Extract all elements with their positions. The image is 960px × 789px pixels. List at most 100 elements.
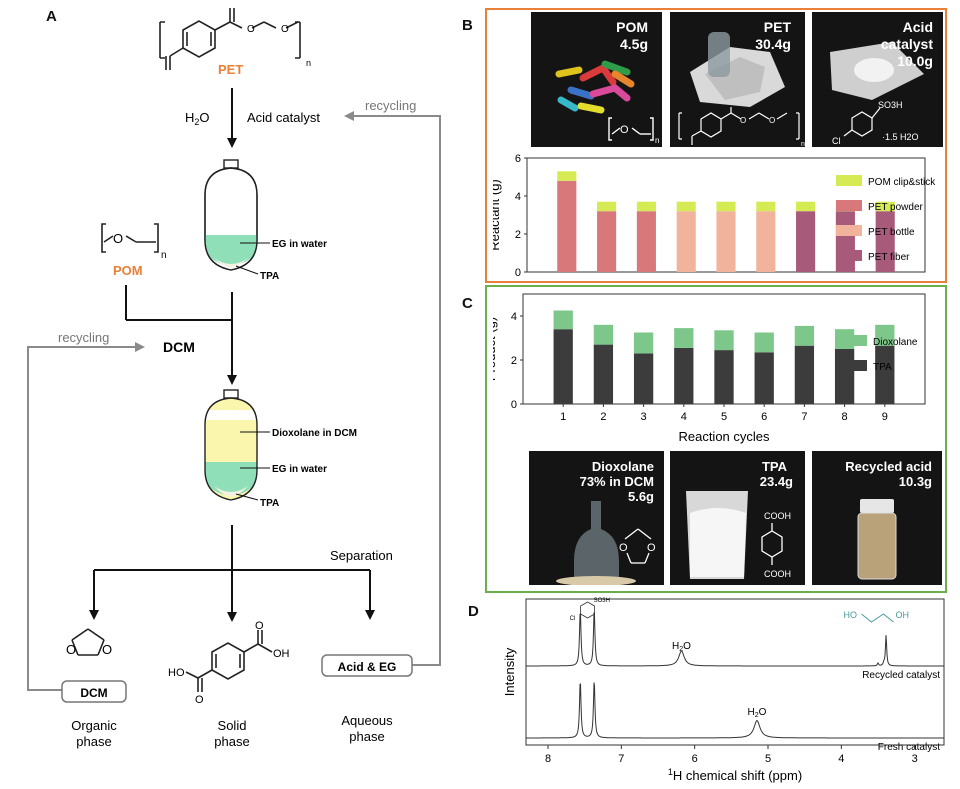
product-bar-dioxolane [714, 330, 734, 351]
tpa-photo-cooh-1: COOH [764, 511, 791, 521]
recycled-acid-photo: Recycled acid 10.3g [812, 451, 942, 585]
nmr-catalyst-cl: Cl [570, 616, 576, 622]
panel-d-letter: D [468, 603, 479, 620]
tpa-label-2: TPA [260, 498, 279, 509]
reactant-bar-pet-powder [636, 211, 656, 272]
nmr-series-label: Fresh catalyst [878, 742, 940, 753]
dioxolane-photo: Dioxolane 73% in DCM 5.6g O O [529, 451, 664, 585]
reactant-ylabel: Reactant (g) [493, 179, 502, 251]
nmr-spectrum-recycled-catalyst [526, 612, 944, 667]
acid-catalyst-photo: Acid catalyst 10.0g SO3H Cl ·1.5 H2O [812, 12, 943, 147]
solid-phase-label-1: Solid [218, 718, 247, 733]
eg-in-water-label-1: EG in water [272, 239, 327, 250]
reactant-bar-pet-bottle [756, 211, 776, 272]
pom-photo-name: POM [616, 19, 648, 35]
reactant-bar-pet-bottle [716, 211, 736, 272]
product-xtick-label: 5 [721, 411, 727, 423]
reactor-vessel-1 [204, 159, 258, 271]
acid-photo-cl: Cl [832, 136, 841, 146]
panel-c-frame [485, 285, 947, 593]
recycled-acid-photo-name: Recycled acid [845, 459, 932, 474]
nmr-water-label-recycled-sub: 2 [679, 646, 683, 653]
dioxolane-photo-mass: 5.6g [627, 489, 654, 504]
nmr-water-label-recycled-o: O [683, 641, 691, 652]
reactant-legend-swatch [836, 225, 862, 236]
separation-label: Separation [330, 548, 393, 563]
reactant-ytick-label: 4 [515, 191, 521, 203]
product-bar-dioxolane [593, 324, 614, 345]
dioxolane-photo-oxygen-2: O [647, 542, 656, 554]
dcm-box [61, 680, 127, 703]
dioxolane-in-dcm-label: Dioxolane in DCM [272, 428, 357, 439]
dioxolane-oxygen-2: O [102, 642, 112, 657]
pom-photo-n: n [655, 136, 659, 144]
reactant-ytick-label: 6 [515, 153, 521, 165]
pom-photo: POM 4.5g O n [531, 12, 662, 147]
nmr-eg-oh: OH [895, 610, 909, 620]
product-ylabel: Product (g) [493, 317, 498, 381]
reactant-bar-pom-clip-stick [716, 201, 736, 212]
reactant-bar-pet-fiber [796, 211, 816, 272]
nmr-xlabel-text: H chemical shift (ppm) [673, 768, 802, 783]
product-xtick-label: 4 [681, 411, 687, 423]
reactant-bar-pom-clip-stick [875, 201, 895, 212]
pet-photo-oxygen-1: O [740, 116, 746, 125]
product-bar-dioxolane [794, 325, 815, 346]
eg-in-water-label-2: EG in water [272, 464, 327, 475]
product-bar-dioxolane [553, 310, 573, 330]
product-legend-swatch [841, 335, 867, 346]
reactant-bar-pet-powder [557, 180, 577, 272]
nmr-xlabel: 1H chemical shift (ppm) [668, 767, 802, 783]
pom-photo-art [531, 12, 662, 147]
dioxolane-photo-structure: O O [619, 528, 656, 564]
nmr-water-label-fresh-h: H [748, 707, 755, 718]
product-ytick-label: 0 [511, 399, 517, 411]
reactant-bar-pom-clip-stick [676, 201, 696, 212]
acid-photo-structure: SO3H Cl ·1.5 H2O [832, 100, 919, 146]
product-legend-label: TPA [873, 362, 892, 373]
reactant-bar-pom-clip-stick [756, 201, 776, 212]
product-xtick-label: 9 [882, 411, 888, 423]
panel-b-frame [485, 8, 947, 283]
acid-photo-so3h: SO3H [878, 100, 903, 110]
dioxolane-oxygen-1: O [66, 642, 76, 657]
panel-a-letter: A [46, 8, 57, 25]
nmr-ylabel: Intensity [502, 647, 517, 696]
product-bar-dioxolane [633, 332, 654, 354]
dioxolane-structure [71, 628, 105, 656]
nmr-water-label-fresh-o: O [759, 707, 767, 718]
nmr-xtick-label: 8 [545, 753, 551, 765]
pet-n: n [306, 58, 311, 68]
tpa-ho-label: HO [168, 667, 185, 679]
product-bar-tpa [875, 345, 895, 404]
nmr-eg-ho: HO [843, 610, 857, 620]
tpa-photo-mass: 23.4g [759, 474, 793, 489]
pom-label: POM [113, 263, 143, 278]
reactant-legend-label: PET bottle [868, 227, 915, 238]
panel-b-letter: B [462, 17, 473, 34]
nmr-xtick-label: 7 [618, 753, 624, 765]
pom-photo-mass: 4.5g [619, 36, 648, 52]
recycled-acid-photo-mass: 10.3g [898, 474, 932, 489]
product-ytick-label: 2 [511, 355, 517, 367]
product-legend-label: Dioxolane [873, 337, 918, 348]
product-xtick-label: 7 [801, 411, 807, 423]
tpa-oh-label: OH [273, 648, 290, 660]
nmr-xtick-label: 4 [838, 753, 844, 765]
aqueous-phase-label-1: Aqueous [341, 713, 393, 728]
reactant-legend-label: PET powder [868, 202, 924, 213]
tpa-photo-cooh-2: COOH [764, 569, 791, 579]
reactant-bar-pet-powder [597, 211, 617, 272]
tpa-photo-art [670, 451, 805, 585]
product-xtick-label: 8 [842, 411, 848, 423]
reactant-legend-swatch [836, 250, 862, 261]
product-xtick-label: 1 [560, 411, 566, 423]
organic-phase-label-2: phase [76, 734, 111, 749]
pom-structure [101, 223, 159, 253]
product-bar-tpa [553, 329, 573, 404]
reactant-bar-pet-bottle [676, 211, 696, 272]
reactant-legend-label: PET fiber [868, 252, 910, 263]
pet-structure [159, 8, 301, 70]
